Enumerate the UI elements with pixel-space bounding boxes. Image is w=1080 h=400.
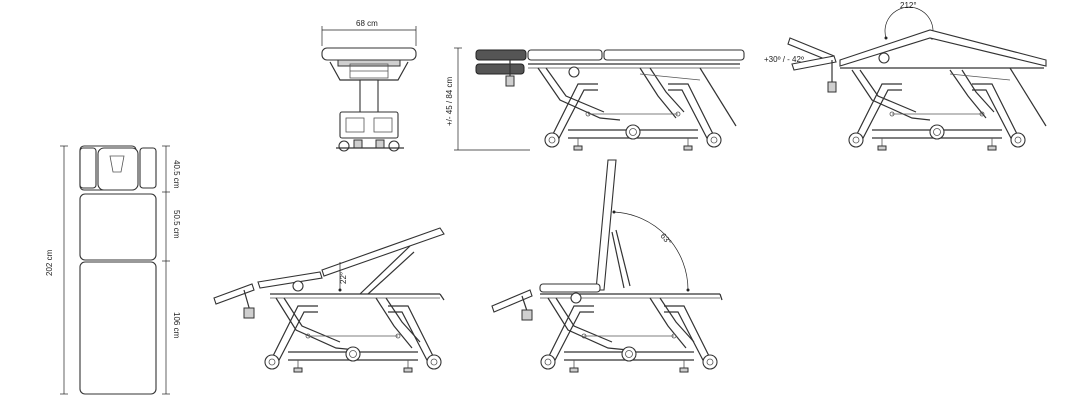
top-view-table (79, 145, 157, 395)
section-leg-label: 106 cm (172, 312, 181, 339)
total-length-dimension: 202 cm (45, 145, 68, 395)
height-side-label: +/- 45 / 84 cm (445, 77, 454, 126)
front-view-table: 68 cm (321, 19, 417, 152)
angle-back-label: 63° (658, 232, 673, 247)
side-view-flat: +/- 45 / 84 cm (445, 47, 745, 151)
width-top-label: 68 cm (356, 19, 378, 28)
total-length-label: 202 cm (45, 249, 54, 276)
section-mid-label: 50.5 cm (172, 210, 181, 239)
side-view-mid-raised: 22° (213, 227, 445, 373)
angle-head-label: +30º / - 42º (764, 55, 804, 64)
section-dimensions: 40.5 cm 50.5 cm 106 cm (162, 145, 181, 395)
angle-mid-label: 22° (339, 272, 348, 284)
side-view-angled-top: 212° +30º / - 42º (764, 1, 1047, 151)
side-view-back-raised: 63° (491, 159, 723, 373)
section-head-label: 40.5 cm (172, 160, 181, 189)
angle-top-label: 212° (900, 1, 917, 10)
